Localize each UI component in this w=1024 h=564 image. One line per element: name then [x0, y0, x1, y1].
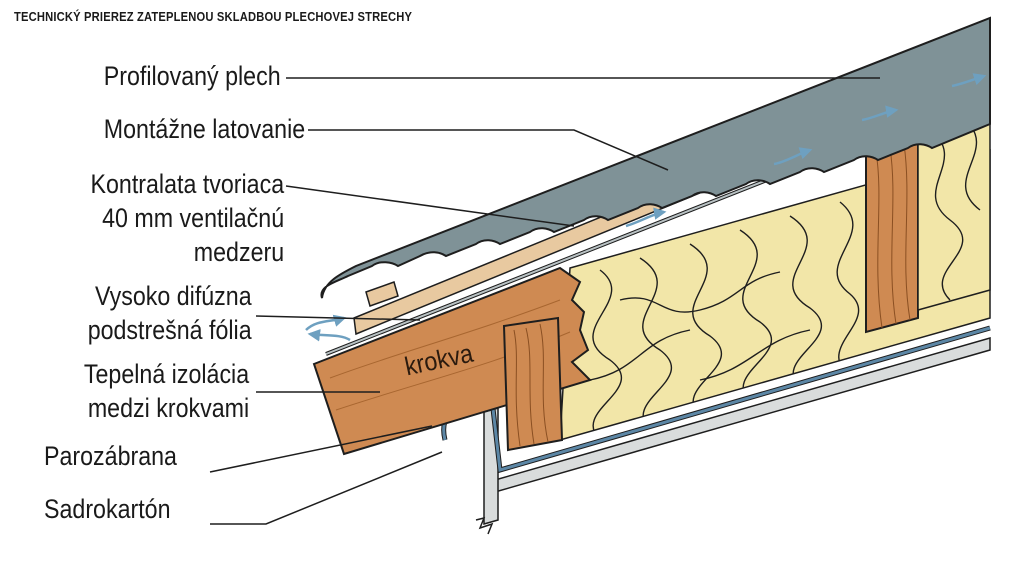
airflow-arrow: [773, 147, 813, 166]
airflow-arrow: [307, 329, 351, 342]
leader-montazne-latovanie: [308, 129, 669, 171]
label-text: Tepelná izolácia: [83, 359, 249, 389]
timber-post-2: [865, 134, 919, 334]
timber-post-1: [502, 316, 564, 452]
label-text: Kontralata tvoriaca: [90, 169, 284, 199]
label-sadrokarton: Sadrokartón: [44, 493, 171, 525]
label-text: Sadrokartón: [44, 494, 171, 524]
label-kontralata: Kontralata tvoriaca 40 mm ventilačnú med…: [90, 167, 284, 269]
label-text: medzi krokvami: [87, 393, 249, 423]
profiled-metal-sheet: [320, 16, 991, 299]
leader-parozabrana: [209, 425, 433, 473]
label-izolacia: Tepelná izolácia medzi krokvami: [84, 357, 249, 425]
airflow-arrow: [861, 105, 899, 122]
label-profilovany-plech: Profilovaný plech: [104, 60, 281, 92]
leader-kontralata: [285, 185, 575, 227]
label-text: podstrešná fólia: [88, 315, 252, 345]
leader-lines: [209, 77, 880, 525]
airflow-arrow: [305, 314, 347, 331]
label-montazne-latovanie: Montážne latovanie: [104, 113, 305, 145]
diagram-title: TECHNICKÝ PRIEREZ ZATEPLENOU SKLADBOU PL…: [14, 9, 413, 24]
airflow-arrows: [305, 73, 987, 342]
label-text: medzeru: [193, 237, 284, 267]
sadrokarton-board: [475, 337, 991, 535]
label-text: Vysoko difúzna: [95, 281, 252, 311]
leader-sadrokarton: [210, 451, 443, 525]
label-text: Profilovaný plech: [104, 61, 281, 91]
label-text: Parozábrana: [44, 441, 177, 471]
label-text: 40 mm ventilačnú: [102, 203, 285, 233]
label-folia: Vysoko difúzna podstrešná fólia: [88, 279, 252, 347]
label-text: Montážne latovanie: [103, 114, 305, 144]
airflow-arrow: [951, 73, 987, 88]
leader-folia: [255, 315, 421, 321]
label-parozabrana: Parozábrana: [44, 440, 177, 472]
airflow-arrow: [625, 207, 667, 228]
